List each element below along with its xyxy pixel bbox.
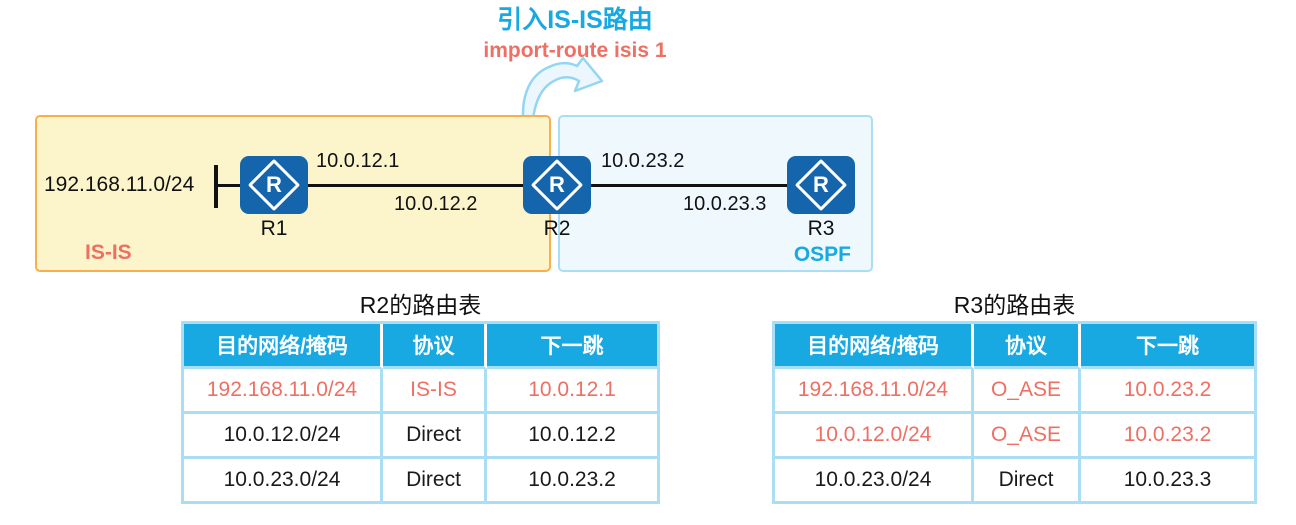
r2-table-title: R2的路由表 — [359, 292, 482, 318]
interface-ip-label: 10.0.12.2 — [394, 193, 478, 215]
table-cell: Direct — [383, 414, 487, 459]
router-icon: R — [787, 156, 855, 214]
router-r-glyph: R — [266, 172, 282, 197]
column-header: 下一跳 — [1081, 324, 1254, 369]
interface-ip-label: 10.0.12.1 — [316, 150, 400, 172]
table-cell: O_ASE — [974, 414, 1081, 459]
column-header: 协议 — [974, 324, 1081, 369]
table-cell: 10.0.12.2 — [487, 414, 657, 459]
router-icon: R — [523, 156, 591, 214]
table-cell: 10.0.23.2 — [487, 459, 657, 501]
interface-ip-label: 10.0.23.3 — [683, 193, 767, 215]
column-header: 协议 — [383, 324, 487, 369]
table-row: 192.168.11.0/24 O_ASE 10.0.23.2 — [775, 369, 1254, 414]
column-header: 目的网络/掩码 — [775, 324, 974, 369]
table-cell: 10.0.23.2 — [1081, 414, 1254, 459]
r3-routing-table: 目的网络/掩码 协议 下一跳 192.168.11.0/24 O_ASE 10.… — [772, 321, 1257, 504]
column-header: 目的网络/掩码 — [184, 324, 383, 369]
stub-network-label: 192.168.11.0/24 — [44, 173, 195, 196]
router-r-glyph: R — [549, 172, 565, 197]
table-cell: 192.168.11.0/24 — [184, 369, 383, 414]
link-r1-r2 — [217, 184, 562, 187]
router-icon: R — [240, 156, 308, 214]
isis-zone-label: IS-IS — [85, 241, 132, 264]
r2-routing-table: 目的网络/掩码 协议 下一跳 192.168.11.0/24 IS-IS 10.… — [181, 321, 660, 504]
router-name: R2 — [543, 217, 571, 240]
table-cell: 10.0.12.1 — [487, 369, 657, 414]
table-cell: Direct — [974, 459, 1081, 501]
router-name: R3 — [807, 217, 835, 240]
ospf-zone-label: OSPF — [793, 243, 851, 266]
table-header-row: 目的网络/掩码 协议 下一跳 — [775, 324, 1254, 369]
table-header-row: 目的网络/掩码 协议 下一跳 — [184, 324, 657, 369]
table-row: 10.0.12.0/24 O_ASE 10.0.23.2 — [775, 414, 1254, 459]
caption-block: 引入IS-IS路由 import-route isis 1 — [395, 6, 755, 63]
column-header: 下一跳 — [487, 324, 657, 369]
table-cell: IS-IS — [383, 369, 487, 414]
router-r-glyph: R — [813, 172, 829, 197]
table-row: 10.0.12.0/24 Direct 10.0.12.2 — [184, 414, 657, 459]
table-cell: 10.0.23.2 — [1081, 369, 1254, 414]
table-cell: 10.0.12.0/24 — [184, 414, 383, 459]
table-cell: 10.0.23.3 — [1081, 459, 1254, 501]
link-r2-r3 — [560, 184, 822, 187]
import-route-command: import-route isis 1 — [483, 38, 667, 62]
table-row: 10.0.23.0/24 Direct 10.0.23.2 — [184, 459, 657, 501]
router-name: R1 — [260, 217, 288, 240]
page-title: 引入IS-IS路由 — [497, 6, 653, 34]
stub-terminator-bar — [214, 165, 218, 208]
table-cell: 10.0.23.0/24 — [184, 459, 383, 501]
interface-ip-label: 10.0.23.2 — [601, 150, 685, 172]
table-cell: 10.0.23.0/24 — [775, 459, 974, 501]
table-row: 192.168.11.0/24 IS-IS 10.0.12.1 — [184, 369, 657, 414]
table-cell: 192.168.11.0/24 — [775, 369, 974, 414]
table-row: 10.0.23.0/24 Direct 10.0.23.3 — [775, 459, 1254, 501]
table-cell: 10.0.12.0/24 — [775, 414, 974, 459]
table-cell: O_ASE — [974, 369, 1081, 414]
r3-table-title: R3的路由表 — [953, 292, 1076, 318]
curved-arrow-icon — [521, 56, 604, 134]
table-cell: Direct — [383, 459, 487, 501]
